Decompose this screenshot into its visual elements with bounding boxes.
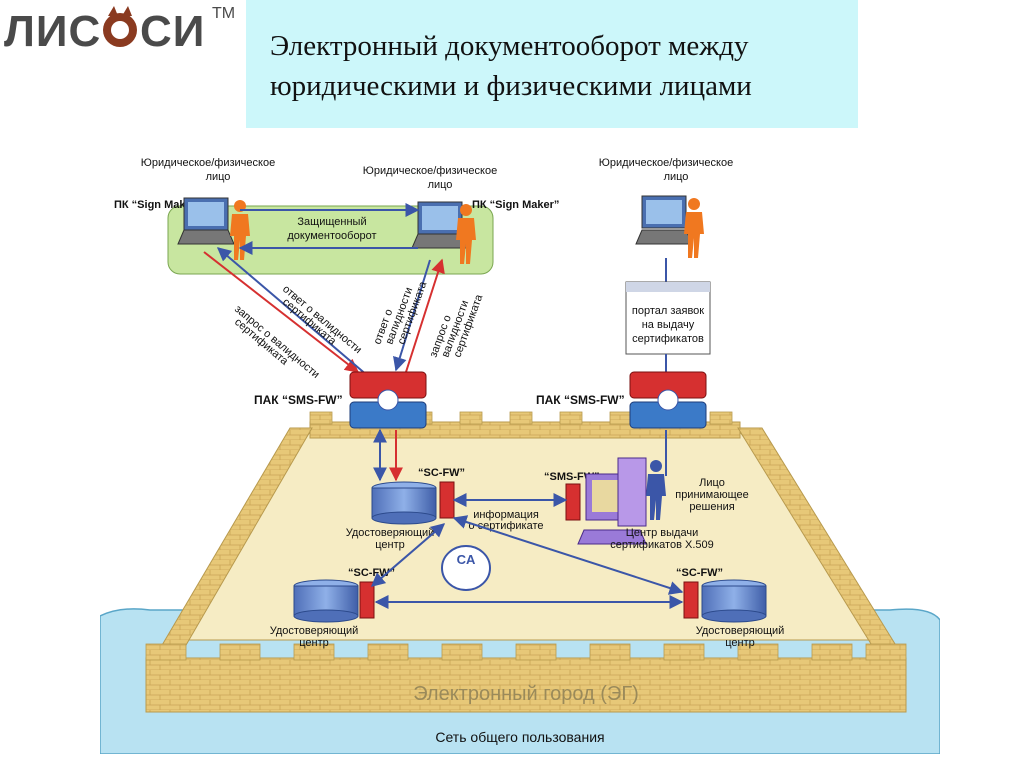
city-label: Электронный город (ЭГ): [413, 683, 639, 705]
pak-right-label: ПАК “SMS-FW”: [536, 393, 625, 407]
secure-flow: Защищенный документооборот: [238, 203, 420, 255]
ca-left-line1: Удостоверяющий: [270, 625, 359, 637]
portal-line1: портал заявок: [632, 305, 704, 317]
secure-flow-line2: документооборот: [287, 230, 376, 242]
decision-line3: решения: [689, 501, 734, 513]
entity-right-line1: Юридическое/физическое: [599, 157, 733, 169]
ca-right-line2: центр: [725, 637, 755, 649]
shield-icon: [657, 389, 679, 411]
svg-text:CA: CA: [457, 552, 476, 567]
lissi-logo: ЛИС СИ TM: [4, 5, 235, 56]
title-box: Электронный документооборот между юридич…: [246, 0, 858, 128]
ca-left-line2: центр: [299, 637, 329, 649]
logo-text-right: СИ: [140, 7, 205, 56]
portal-line3: сертификатов: [632, 333, 704, 345]
entity-mid-line1: Юридическое/физическое: [363, 165, 497, 177]
entity-left-line2: лицо: [206, 171, 231, 183]
link-ca-top-right: [452, 515, 684, 595]
pak-left-device: ПАК “SMS-FW”: [254, 371, 427, 429]
logo-tm: TM: [212, 5, 235, 22]
issue-center-line1: Центр выдачи: [626, 527, 698, 539]
decision-line2: принимающее: [675, 489, 749, 501]
shield-icon: [377, 389, 399, 411]
secure-flow-line1: Защищенный: [297, 216, 366, 228]
ca-top-line2: центр: [375, 539, 405, 551]
pak-left-label: ПАК “SMS-FW”: [254, 393, 343, 407]
portal-line2: на выдачу: [642, 319, 695, 331]
sc-right-label: “SC-FW”: [676, 567, 723, 579]
validity-arrows-mid: ответ о валидности сертификата запрос о …: [372, 258, 486, 373]
entity-left-pc: ПК “Sign Maker”: [114, 199, 201, 211]
person-icon: [646, 460, 666, 520]
network-diagram: Сеть общего пользования Электронный горо…: [100, 157, 940, 754]
title-line-1: Электронный документооборот между: [270, 30, 749, 62]
entity-mid-line2: лицо: [428, 179, 453, 191]
person-icon: [456, 204, 476, 264]
secure-zone: [167, 205, 494, 275]
decision-line1: Лицо: [699, 477, 725, 489]
fox-logo-icon: [103, 6, 137, 47]
certificate-portal: портал заявок на выдачу сертификатов: [625, 258, 711, 372]
ca-top: “SC-FW” Удостоверяющий центр: [346, 467, 465, 551]
ca-right: “SC-FW” Удостоверяющий центр: [676, 567, 784, 649]
pak-right-device: ПАК “SMS-FW”: [536, 371, 707, 429]
laptop-icon: [411, 201, 469, 249]
entity-right-line2: лицо: [664, 171, 689, 183]
electronic-city: Электронный город (ЭГ): [145, 411, 907, 713]
laptop-icon: [635, 195, 693, 245]
person-icon: [684, 198, 704, 258]
entity-mid-pc: ПК “Sign Maker”: [472, 199, 559, 211]
answer-left-line1: ответ о валидности: [280, 283, 364, 356]
ca-shield-icon: CA: [441, 545, 491, 591]
entity-mid: Юридическое/физическое лицо ПК “Sign Mak…: [363, 165, 559, 264]
entity-left: Юридическое/физическое лицо ПК “Sign Mak…: [114, 157, 275, 260]
ca-left: “SC-FW” Удостоверяющий центр: [270, 567, 395, 649]
ca-top-line1: Удостоверяющий: [346, 527, 435, 539]
link-ca-top-left: [370, 523, 446, 587]
entity-right: Юридическое/физическое лицо: [599, 157, 733, 258]
laptop-icon: [177, 197, 235, 245]
entity-left-line1: Юридическое/физическое: [141, 157, 275, 169]
public-network-label: Сеть общего пользования: [435, 729, 604, 745]
issue-center-line2: сертификатов X.509: [610, 539, 713, 551]
ca-right-line1: Удостоверяющий: [696, 625, 785, 637]
sc-top-label: “SC-FW”: [418, 467, 465, 479]
logo-text-left: ЛИС: [4, 7, 101, 56]
decision-maker: Лицо принимающее решения: [646, 460, 749, 520]
title-line-2: юридическими и физическими лицами: [270, 70, 752, 102]
